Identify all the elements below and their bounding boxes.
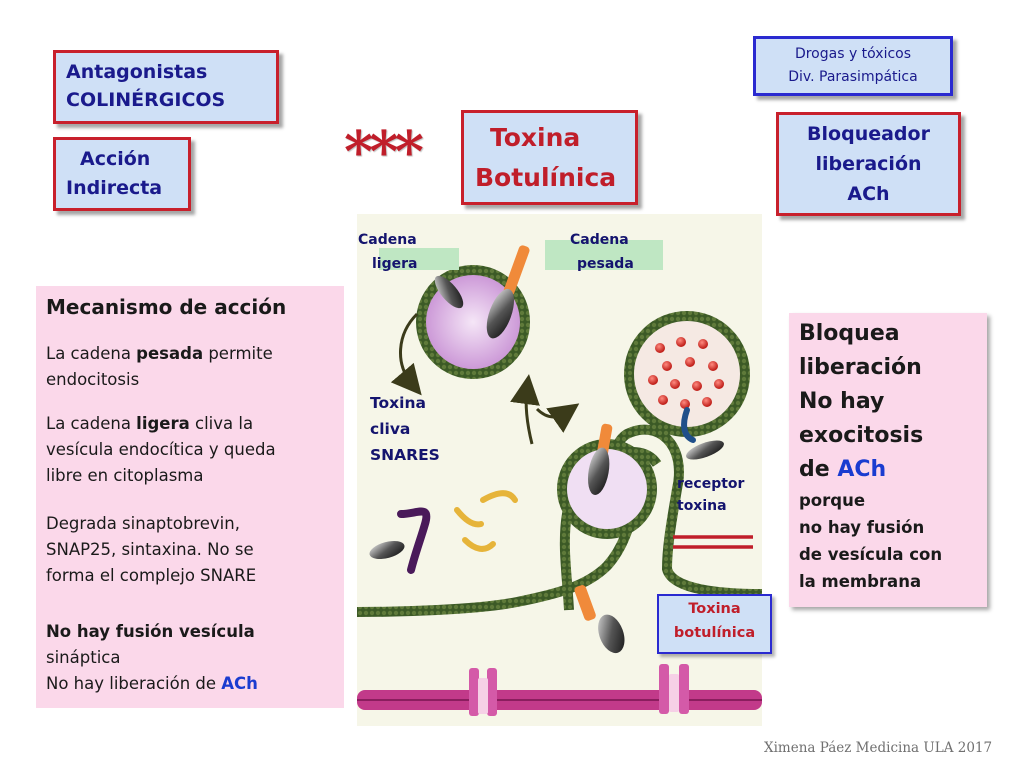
botulinum-mechanism-illustration bbox=[357, 214, 762, 726]
antagonistas-line2: COLINÉRGICOS bbox=[66, 89, 226, 111]
bloqueador-box: Bloqueador liberación ACh bbox=[776, 112, 961, 216]
snare-fragment-purple bbox=[397, 507, 431, 574]
mecanismo-p2-line3: libre en citoplasma bbox=[46, 466, 204, 485]
bloquea-line8: de vesícula con bbox=[799, 545, 943, 564]
bloqueador-line3: ACh bbox=[847, 183, 890, 205]
cadena-ligera-line2: ligera bbox=[372, 256, 418, 272]
bloqueador-line2: liberación bbox=[815, 153, 922, 175]
snare-fragment-yellow-3 bbox=[462, 537, 496, 552]
bloquea-line9: la membrana bbox=[799, 572, 922, 591]
ach-receptor-2 bbox=[659, 664, 689, 714]
mecanismo-p4-line3: No hay liberación de ACh bbox=[46, 674, 258, 693]
cadena-pesada-line2: pesada bbox=[577, 256, 634, 272]
toxina-title-line2: Botulínica bbox=[475, 163, 617, 192]
mecanismo-p3-line2: SNAP25, sintaxina. No se bbox=[46, 540, 254, 559]
bloquea-line2: liberación bbox=[799, 355, 922, 380]
footer-credit: Ximena Páez Medicina ULA 2017 bbox=[764, 740, 993, 756]
cadena-pesada-bg bbox=[545, 240, 663, 270]
mecanismo-p4-line1: No hay fusión vesícula bbox=[46, 622, 255, 641]
mecanismo-p4-line2: sináptica bbox=[46, 648, 121, 667]
drogas-toxicos-box: Drogas y tóxicos Div. Parasimpática bbox=[753, 36, 953, 96]
mecanismo-p3-line1: Degrada sinaptobrevin, bbox=[46, 514, 240, 533]
toxina-botulinica-title-box: Toxina Botulínica bbox=[461, 110, 638, 205]
receptor-toxina-line2: toxina bbox=[677, 498, 727, 514]
asterisks-mark: *** bbox=[344, 119, 424, 185]
bloquea-line1: Bloquea bbox=[799, 321, 900, 346]
accion-indirecta-box: Acción Indirecta bbox=[53, 137, 191, 211]
mecanismo-p2-line2: vesícula endocítica y queda bbox=[46, 440, 276, 459]
toxina-cliva-line1: Toxina bbox=[370, 394, 426, 412]
bloqueador-line1: Bloqueador bbox=[807, 123, 930, 145]
toxina-cliva-line2: cliva bbox=[370, 420, 411, 438]
antagonistas-line1: Antagonistas bbox=[66, 61, 208, 83]
snare-fragment-yellow-1 bbox=[480, 490, 518, 503]
toxina-botulinica-line2: botulínica bbox=[673, 625, 756, 641]
snare-fragment-yellow-2 bbox=[454, 507, 484, 528]
toxin-molecule-invaginating bbox=[587, 423, 613, 495]
arrow-endocytosis bbox=[390, 312, 422, 396]
drogas-line1: Drogas y tóxicos bbox=[794, 46, 912, 62]
bloquea-line7: no hay fusión bbox=[799, 518, 925, 537]
toxin-molecule-top bbox=[486, 245, 530, 339]
mecanismo-p2-line1: La cadena ligera cliva la bbox=[46, 414, 254, 433]
arrow-up-to-vesicle bbox=[510, 374, 540, 445]
mecanismo-p1-line2: endocitosis bbox=[46, 370, 140, 389]
cadena-ligera-line1: Cadena bbox=[358, 232, 417, 248]
toxina-title-line1: Toxina bbox=[490, 123, 581, 152]
toxina-cliva-line3: SNARES bbox=[370, 446, 440, 464]
mecanismo-p1-line1: La cadena pesada permite bbox=[46, 344, 273, 363]
ach-molecules bbox=[648, 337, 724, 409]
free-light-chain-2 bbox=[686, 440, 724, 460]
cadena-ligera-bg bbox=[379, 248, 459, 270]
toxina-botulinica-line1: Toxina bbox=[688, 601, 741, 617]
accion-line1: Acción bbox=[80, 148, 151, 170]
bloquea-liberacion-panel: Bloquea liberación No hay exocitosis de … bbox=[789, 313, 987, 607]
accion-line2: Indirecta bbox=[66, 177, 163, 199]
receptor-toxina-line1: receptor bbox=[677, 476, 745, 492]
antagonistas-box: Antagonistas COLINÉRGICOS bbox=[53, 50, 279, 124]
bloquea-line3: No hay bbox=[799, 389, 885, 414]
free-light-chain bbox=[369, 540, 405, 560]
toxin-molecule-bottom bbox=[574, 585, 625, 654]
mecanismo-p3-line3: forma el complejo SNARE bbox=[46, 566, 257, 585]
toxina-botulinica-label-box: Toxina botulínica bbox=[657, 594, 772, 654]
mecanismo-panel: Mecanismo de acción La cadena pesada per… bbox=[36, 286, 344, 708]
drogas-line2: Div. Parasimpática bbox=[788, 69, 918, 85]
bloquea-line5: de ACh bbox=[799, 457, 887, 482]
snare-fragment-blue bbox=[681, 407, 696, 443]
ach-receptor-1 bbox=[469, 668, 497, 716]
bloquea-line4: exocitosis bbox=[799, 423, 924, 448]
mecanismo-title: Mecanismo de acción bbox=[46, 295, 287, 319]
bloquea-line6: porque bbox=[799, 491, 866, 510]
arrow-to-pit bbox=[535, 403, 580, 433]
cadena-pesada-line1: Cadena bbox=[570, 232, 629, 248]
toxin-molecule-vesicle bbox=[434, 275, 464, 309]
